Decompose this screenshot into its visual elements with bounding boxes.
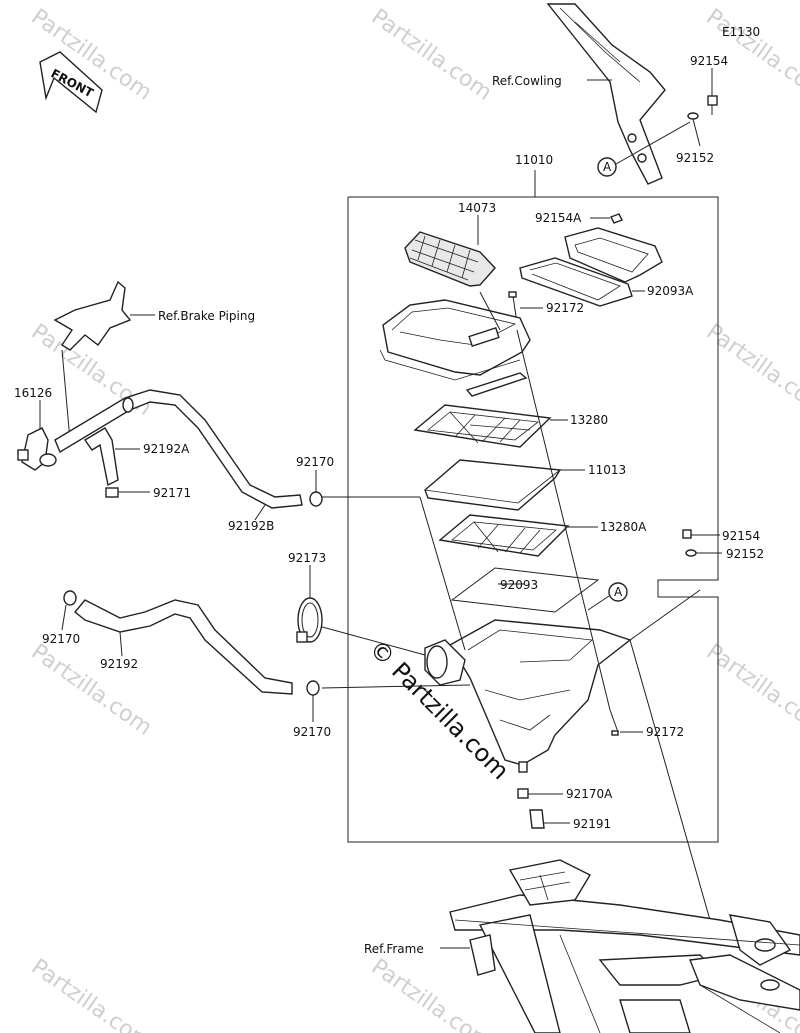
filter-element-11013 bbox=[424, 459, 585, 511]
brake-piping-bracket bbox=[53, 280, 155, 351]
part-number-92154A: 92154A bbox=[535, 211, 582, 225]
screw-92154A bbox=[590, 213, 623, 224]
part-number-92170-left: 92170 bbox=[42, 632, 80, 646]
part-number-92152-mid: 92152 bbox=[726, 547, 764, 561]
gasket-92093 bbox=[450, 567, 600, 613]
intake-duct-14073 bbox=[404, 215, 496, 287]
screw-92172-bot bbox=[609, 709, 643, 736]
part-number-92152-top: 92152 bbox=[676, 151, 714, 165]
hose-92191 bbox=[529, 809, 570, 829]
clamp-92170-left bbox=[61, 590, 77, 631]
ref-frame-label: Ref.Frame bbox=[364, 942, 424, 956]
part-number-13280: 13280 bbox=[570, 413, 608, 427]
band-clamp-92173 bbox=[296, 565, 323, 643]
bolt-92154-mid bbox=[682, 529, 720, 539]
frame bbox=[440, 859, 800, 1033]
part-number-92172-top: 92172 bbox=[546, 301, 584, 315]
clamp-92170-upper bbox=[309, 470, 323, 507]
filter-frame-13280 bbox=[413, 404, 568, 448]
valve-16126 bbox=[17, 349, 71, 471]
assembly-box bbox=[347, 170, 719, 843]
ref-cowling-label: Ref.Cowling bbox=[492, 74, 562, 88]
lower-housing bbox=[424, 619, 632, 773]
watermark: Partzilla.com bbox=[27, 954, 157, 1033]
part-number-92192: 92192 bbox=[100, 657, 138, 671]
hose-92192 bbox=[74, 599, 293, 695]
part-number-92170-lower: 92170 bbox=[293, 725, 331, 739]
seal-strip bbox=[465, 372, 528, 397]
part-number-92170A: 92170A bbox=[566, 787, 613, 801]
callout-a-mid: A bbox=[587, 582, 628, 611]
upper-housing bbox=[379, 291, 531, 381]
part-number-14073: 14073 bbox=[458, 201, 496, 215]
part-number-92093A: 92093A bbox=[647, 284, 694, 298]
cover-plate bbox=[564, 227, 663, 283]
callout-a-top-label: A bbox=[603, 160, 612, 174]
part-number-92172-bot: 92172 bbox=[646, 725, 684, 739]
callout-a-mid-label: A bbox=[614, 585, 623, 599]
part-number-92154-mid: 92154 bbox=[722, 529, 760, 543]
part-number-92192A: 92192A bbox=[143, 442, 190, 456]
clip-92170A bbox=[517, 788, 563, 799]
watermark: Partzilla.com bbox=[702, 319, 800, 420]
callout-a-top: A bbox=[597, 121, 691, 177]
watermark: Partzilla.com bbox=[367, 4, 497, 105]
clamp-92170-lower bbox=[306, 680, 320, 722]
leader-lines bbox=[314, 329, 711, 921]
part-number-92170-upper: 92170 bbox=[296, 455, 334, 469]
hose-92192A bbox=[83, 427, 140, 487]
part-number-92171: 92171 bbox=[153, 486, 191, 500]
part-number-92154-top: 92154 bbox=[690, 54, 728, 68]
gasket-92093A bbox=[519, 257, 645, 307]
part-number-16126: 16126 bbox=[14, 386, 52, 400]
part-number-92192B: 92192B bbox=[228, 519, 274, 533]
washer-92152-mid bbox=[685, 549, 722, 557]
hose-92192B bbox=[54, 389, 303, 521]
diagram-code: E1130 bbox=[722, 25, 760, 39]
ref-brake-piping-label: Ref.Brake Piping bbox=[158, 309, 255, 323]
clip-92171 bbox=[105, 487, 150, 498]
part-number-13280A: 13280A bbox=[600, 520, 647, 534]
washer-92152-top bbox=[687, 112, 701, 147]
cowling-bracket bbox=[546, 3, 666, 185]
bolt-92154-top bbox=[707, 68, 718, 115]
part-number-11010: 11010 bbox=[515, 153, 553, 167]
filter-frame-13280A bbox=[438, 514, 598, 557]
watermark: Partzilla.com bbox=[27, 639, 157, 740]
part-number-92093: 92093 bbox=[500, 578, 538, 592]
part-number-92173: 92173 bbox=[288, 551, 326, 565]
watermark: Partzilla.com bbox=[702, 639, 800, 740]
part-number-11013: 11013 bbox=[588, 463, 626, 477]
part-number-92191: 92191 bbox=[573, 817, 611, 831]
